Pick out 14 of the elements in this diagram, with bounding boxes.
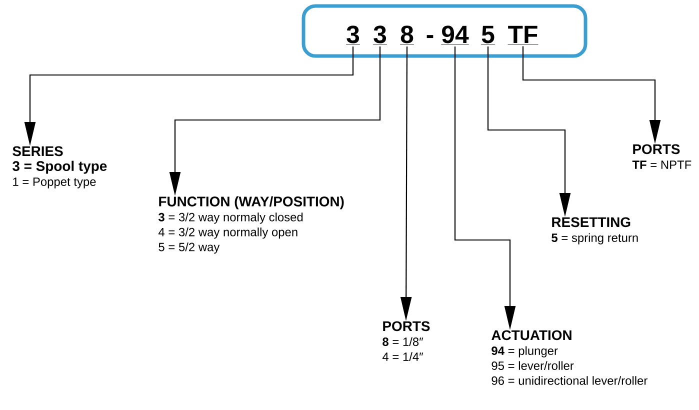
code-segment: 3 [346,26,360,45]
code-description: SERIES 3 = Spool type 1 = Poppet type [12,146,107,188]
code-segment: 5 [480,26,496,45]
hyphen: - [426,35,434,38]
code-description: FUNCTION (WAY/POSITION) 3 = 3/2 way normaly closed 4 = 3/2 way normally open 5 = 5/2 way [158,196,344,254]
code-segment: 8 [400,26,414,45]
code-segment: 3 [372,26,388,45]
code-segment: TF [508,26,538,45]
code-description: ACTUATION 94 = plunger 95 = lever/roller 96 = unidirectional lever/roller [492,330,648,385]
code-description: PORTS 8 = 1/8″ 4 = 1/4″ [382,321,430,361]
code-description: PORTS TF = NPTF [632,144,692,169]
code-box [302,4,588,58]
code-segment: 94 [440,26,470,45]
code-description: RESETTING 5 = spring return [552,217,638,244]
